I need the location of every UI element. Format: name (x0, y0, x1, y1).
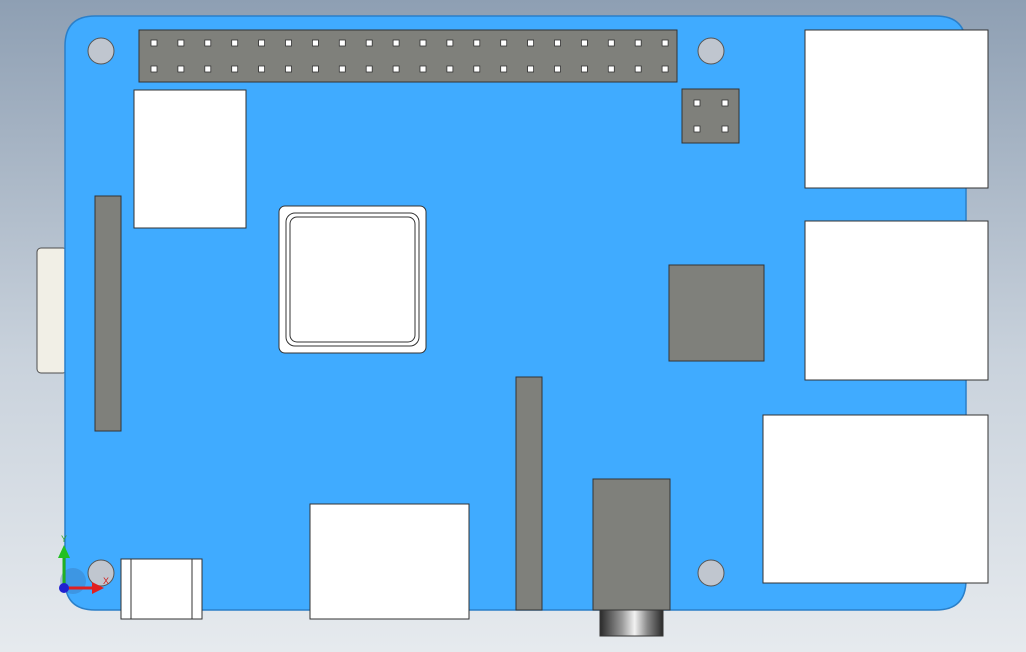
small-header-pin (721, 125, 729, 133)
gpio-pin (661, 39, 669, 47)
audio-jack (592, 478, 671, 637)
gpio-pin (231, 65, 239, 73)
gpio-pin (419, 65, 427, 73)
left-ribbon-connector (94, 195, 122, 432)
coordinate-triad: Y X (58, 534, 109, 594)
gpio-pin (661, 65, 669, 73)
gpio-pin (527, 39, 534, 47)
gpio-pin (473, 39, 481, 47)
power-port (120, 558, 203, 620)
small-header (681, 88, 740, 144)
gpio-pin (338, 39, 346, 47)
gpio-pin (581, 65, 588, 73)
gpio-pin (554, 65, 561, 73)
mounting-hole-bottom-right (697, 559, 725, 587)
gpio-pin (607, 39, 615, 47)
gpio-pin (258, 65, 266, 73)
usb-port-top (804, 29, 989, 189)
gpio-pin (446, 39, 454, 47)
small-header-pin (721, 99, 729, 107)
hdmi-port (309, 503, 470, 620)
mounting-hole-top-right (697, 37, 725, 65)
gpio-pin (554, 39, 561, 47)
gpio-pin (634, 39, 642, 47)
gpio-pin (446, 65, 454, 73)
gpio-pin (500, 65, 508, 73)
mounting-hole-bottom-left (87, 559, 115, 587)
gpio-pin (500, 39, 508, 47)
gpio-pin (285, 39, 292, 47)
gpio-pin (150, 65, 158, 73)
gpio-pin (473, 65, 481, 73)
soc-chip (278, 205, 427, 354)
small-header-pins (693, 99, 729, 133)
triad-y-label: Y (61, 534, 67, 544)
triad-x-label: X (103, 576, 109, 586)
gpio-pin (419, 39, 427, 47)
gpio-pin (634, 65, 642, 73)
usb-port-bottom (804, 220, 989, 381)
gpio-pin (177, 39, 185, 47)
gpio-pin (204, 65, 212, 73)
gpio-pin (177, 65, 185, 73)
gpio-pin (311, 39, 319, 47)
gpio-pin (150, 39, 158, 47)
display-connector (133, 89, 247, 229)
gpio-pin (311, 65, 319, 73)
network-chip (668, 264, 765, 362)
ethernet-port (762, 414, 989, 584)
gpio-pin (607, 65, 615, 73)
gpio-pin (392, 39, 400, 47)
gpio-pin (365, 39, 373, 47)
gpio-pin (338, 65, 346, 73)
mounting-hole-top-left (87, 37, 115, 65)
side-connector (36, 247, 68, 374)
gpio-pin (231, 39, 239, 47)
gpio-pin (365, 65, 373, 73)
gpio-pins (150, 39, 669, 73)
gpio-pin (204, 39, 212, 47)
small-header-pin (693, 99, 701, 107)
small-header-pin (693, 125, 701, 133)
gpio-pin (581, 39, 588, 47)
gpio-pin (392, 65, 400, 73)
circuit-board[interactable] (64, 15, 967, 611)
gpio-pin (258, 39, 266, 47)
camera-connector (515, 376, 543, 611)
gpio-header (138, 29, 678, 83)
gpio-pin (527, 65, 534, 73)
gpio-pin (285, 65, 292, 73)
